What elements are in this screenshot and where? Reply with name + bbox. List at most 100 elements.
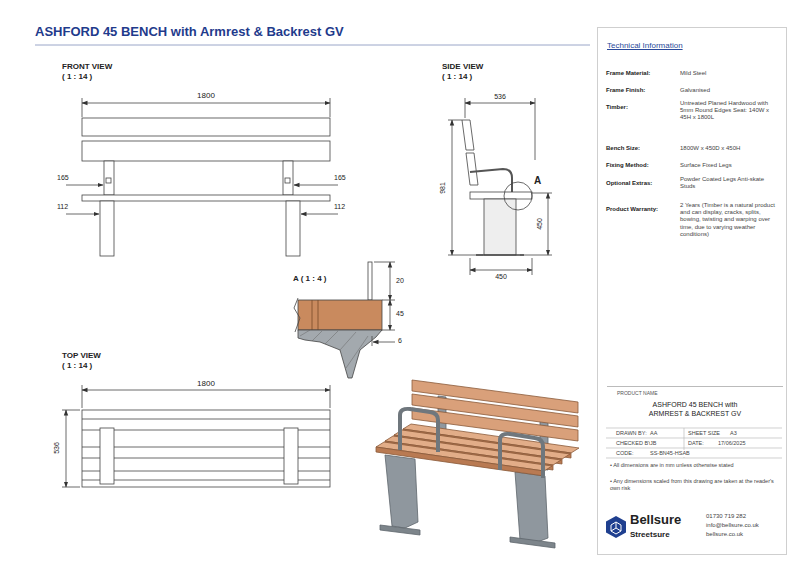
- top-view-part: [82, 410, 330, 487]
- dimension: 6: [398, 337, 402, 345]
- front-view-part: [82, 195, 330, 201]
- spec-value: Surface Fixed Legs: [680, 162, 780, 169]
- drawing-title: ASHFORD 45 BENCH with Armrest & Backrest…: [35, 24, 344, 39]
- side-view-part: [452, 120, 453, 255]
- dimension: 165: [57, 174, 69, 182]
- front-view-part: [66, 214, 99, 215]
- panel-heading: Technical Information: [607, 41, 777, 51]
- note: • All dimensions are in mm unless otherw…: [610, 462, 785, 469]
- detail-a-part: [390, 262, 391, 300]
- isometric-view-part: [515, 472, 548, 544]
- block-field: CODE:: [616, 450, 633, 457]
- detail-a-part: [318, 300, 319, 330]
- detail-a-part: [382, 300, 395, 301]
- side-view-part: [484, 199, 516, 255]
- title-block: PRODUCT NAME ASHFORD 45 BENCH with ARMRES…: [607, 386, 783, 423]
- contact: bellsure.co.uk: [706, 531, 743, 538]
- detail-a-part: [298, 330, 382, 378]
- front-view-part: [286, 201, 300, 256]
- isometric-view-part: [400, 409, 438, 452]
- detail-a-part: [294, 298, 300, 332]
- front-view: [66, 98, 338, 256]
- front-view-part: [82, 98, 83, 117]
- title-block-grid-part: [606, 438, 782, 439]
- isometric-view-part: [376, 447, 544, 476]
- top-view-part: [62, 410, 80, 411]
- side-view-part: [462, 120, 474, 150]
- title-block-grid-part: [606, 448, 782, 449]
- dimension: 112: [334, 203, 345, 211]
- block-field: CHECKED BY:: [616, 440, 653, 447]
- dimension: 536: [494, 93, 506, 101]
- detail-a-part: [382, 330, 395, 331]
- logo-icon: [606, 516, 626, 538]
- front-view-part: [301, 214, 338, 215]
- block-value: SS-BN45-HSAB: [650, 450, 690, 457]
- front-view-part: [82, 118, 330, 136]
- detail-a-part: [374, 262, 395, 263]
- spec-value: Untreated Planed Hardwood with 5mm Round…: [680, 100, 780, 122]
- contact: 01730 719 282: [706, 513, 746, 520]
- title-block-grid-part: [606, 458, 782, 459]
- top-view-part: [284, 428, 298, 484]
- isometric-view: [376, 380, 579, 548]
- spec-label: Frame Material:: [606, 70, 650, 77]
- isometric-view-part: [510, 537, 555, 548]
- spec-label: Product Warranty:: [606, 206, 658, 213]
- detail-a-part: [368, 262, 372, 300]
- logo-icon-part: [611, 522, 621, 534]
- side-view-part: [535, 98, 536, 160]
- top-view-part: [62, 487, 80, 488]
- block-value: JB: [650, 440, 656, 447]
- front-view-part: [285, 178, 290, 183]
- detail-a-part: [298, 300, 382, 330]
- side-view-part: [470, 192, 532, 199]
- front-view-part: [294, 185, 338, 186]
- logo-icon-part: [606, 516, 626, 538]
- front-view-part: [82, 141, 330, 161]
- top-view-part: [330, 385, 331, 408]
- note: • Any dimensions scaled from this drawin…: [610, 478, 785, 491]
- front-view-part: [104, 161, 114, 195]
- front-view-part: [330, 98, 331, 117]
- side-view-part: [520, 255, 552, 256]
- block-value: 17/06/2025: [718, 440, 746, 447]
- spec-value: Mild Steel: [680, 70, 780, 77]
- side-view-part: [448, 120, 462, 121]
- dimension: 165: [334, 174, 346, 182]
- top-view-part: [82, 419, 330, 420]
- contact: info@bellsure.co.uk: [706, 522, 759, 529]
- view-title: A ( 1 : 4 ): [293, 274, 326, 284]
- view-title: SIDE VIEW: [442, 62, 483, 72]
- product-name: ASHFORD 45 BENCH with ARMREST & BACKREST…: [635, 401, 755, 419]
- spec-label: Bench Size:: [606, 145, 640, 152]
- scale-note: ( 1 : 14 ): [62, 361, 92, 371]
- side-view-part: [470, 258, 471, 275]
- spec-label: Timber:: [606, 104, 628, 111]
- detail-a: [294, 262, 395, 378]
- isometric-view-part: [380, 525, 420, 535]
- title-underline: [35, 45, 590, 46]
- view-title: FRONT VIEW: [62, 62, 112, 72]
- title-block-grid: [606, 428, 782, 458]
- detail-callout: A: [534, 175, 541, 187]
- detail-a-part: [390, 300, 391, 330]
- dimension: 450: [536, 218, 544, 230]
- spec-value: 2 Years (Timber is a natural product and…: [680, 202, 780, 238]
- field-caption: PRODUCT NAME: [607, 390, 783, 396]
- view-title: TOP VIEW: [62, 351, 101, 361]
- side-view-part: [470, 270, 532, 271]
- top-view-part: [82, 385, 83, 408]
- top-view-part: [82, 390, 330, 391]
- side-view-part: [532, 193, 552, 194]
- front-view-part: [106, 178, 111, 183]
- spec-value: Galvanised: [680, 87, 780, 94]
- side-view-part: [504, 182, 532, 210]
- side-view-part: [476, 254, 524, 256]
- side-view: [448, 98, 552, 275]
- dimension: 1800: [197, 379, 215, 389]
- top-view-part: [100, 428, 114, 484]
- spec-label: Fixing Method:: [606, 162, 649, 169]
- dimension: 45: [396, 310, 404, 318]
- dimension: 112: [57, 203, 68, 211]
